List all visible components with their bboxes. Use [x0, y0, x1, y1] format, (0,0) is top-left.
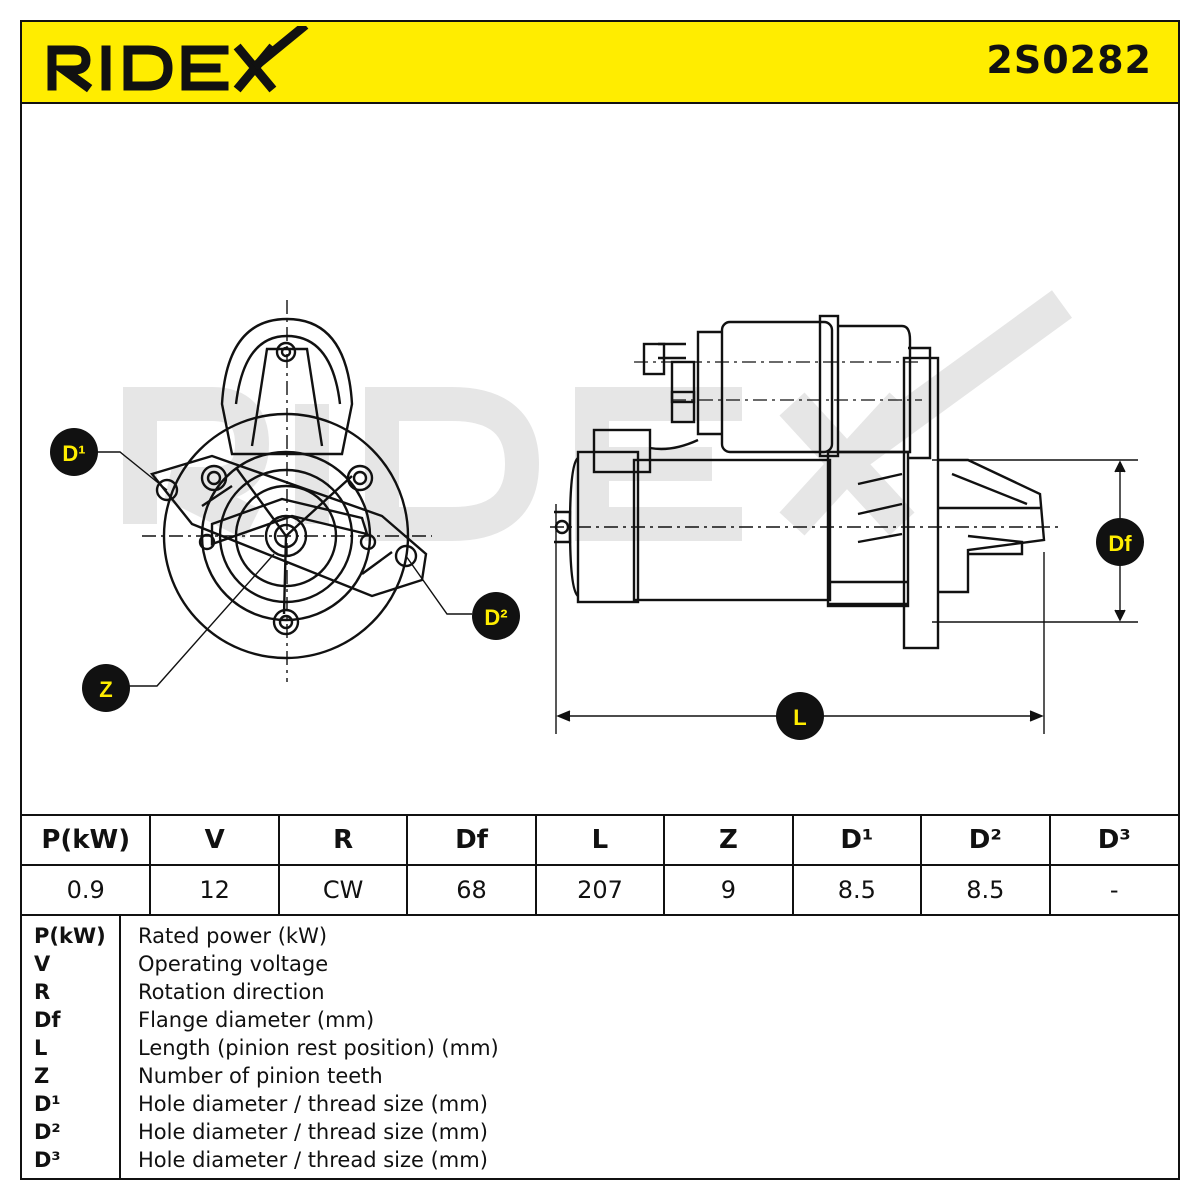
callout-z: Z	[82, 664, 130, 712]
spec-value-cell: 0.9	[22, 864, 152, 916]
ridex-logo	[47, 26, 309, 93]
spec-value-cell: 8.5	[791, 864, 923, 916]
spec-header-cell: Z	[663, 814, 794, 866]
svg-text:L: L	[793, 705, 806, 730]
spec-header-cell: D²	[920, 814, 1051, 866]
legend-row: R Rotation direction	[22, 978, 1178, 1006]
legend-key: R	[34, 980, 51, 1004]
svg-text:Df: Df	[1108, 531, 1132, 556]
legend-key: D¹	[34, 1092, 61, 1116]
legend: P(kW) Rated power (kW) V Operating volta…	[22, 914, 1178, 1180]
watermark-logo	[123, 290, 1072, 541]
spec-table: P(kW) V R Df L Z D¹ D² D³ 0.9 12 CW 68 2…	[22, 814, 1178, 916]
svg-text:D¹: D¹	[62, 441, 85, 466]
spec-header-cell: Df	[406, 814, 537, 866]
legend-key: P(kW)	[34, 924, 106, 948]
spec-header-row: P(kW) V R Df L Z D¹ D² D³	[22, 814, 1178, 866]
spec-value-cell: 68	[406, 864, 537, 916]
datasheet: 2S0282	[20, 20, 1180, 1180]
spec-header-cell: R	[277, 814, 409, 866]
spec-value-row: 0.9 12 CW 68 207 9 8.5 8.5 -	[22, 864, 1178, 916]
legend-row: L Length (pinion rest position) (mm)	[22, 1034, 1178, 1062]
spec-value-cell: 9	[663, 864, 794, 916]
svg-text:Z: Z	[99, 677, 112, 702]
leader-lines	[96, 451, 472, 687]
header-bar: 2S0282	[22, 22, 1178, 104]
callout-d1: D¹	[50, 428, 98, 476]
side-view	[550, 314, 1062, 650]
legend-desc: Rated power (kW)	[138, 924, 328, 948]
legend-divider	[119, 916, 121, 1180]
legend-row: D² Hole diameter / thread size (mm)	[22, 1118, 1178, 1146]
legend-desc: Hole diameter / thread size (mm)	[138, 1148, 488, 1172]
legend-desc: Hole diameter / thread size (mm)	[138, 1092, 488, 1116]
spec-header-cell: D¹	[791, 814, 923, 866]
spec-header-cell: V	[149, 814, 280, 866]
svg-text:D²: D²	[484, 605, 507, 630]
callout-d2: D²	[472, 592, 520, 640]
legend-desc: Hole diameter / thread size (mm)	[138, 1120, 488, 1144]
spec-value-cell: 12	[149, 864, 280, 916]
legend-key: Df	[34, 1008, 61, 1032]
spec-value-cell: 8.5	[920, 864, 1051, 916]
dimension-lines	[555, 459, 1138, 734]
legend-desc: Operating voltage	[138, 952, 329, 976]
legend-desc: Number of pinion teeth	[138, 1064, 383, 1088]
callout-l: L	[776, 692, 824, 740]
legend-row: V Operating voltage	[22, 950, 1178, 978]
spec-value-cell: -	[1048, 864, 1178, 916]
legend-desc: Flange diameter (mm)	[138, 1008, 375, 1032]
callout-df: Df	[1096, 518, 1144, 566]
legend-row: D¹ Hole diameter / thread size (mm)	[22, 1090, 1178, 1118]
spec-value-cell: 207	[534, 864, 666, 916]
legend-row: Z Number of pinion teeth	[22, 1062, 1178, 1090]
legend-key: V	[34, 952, 51, 976]
technical-drawing: D¹ D² Z Df L	[50, 290, 1144, 740]
front-view	[142, 300, 432, 682]
legend-key: Z	[34, 1064, 50, 1088]
spec-header-cell: P(kW)	[22, 814, 152, 866]
spec-value-cell: CW	[277, 864, 409, 916]
legend-row: Df Flange diameter (mm)	[22, 1006, 1178, 1034]
legend-row: D³ Hole diameter / thread size (mm)	[22, 1146, 1178, 1174]
spec-header-cell: L	[534, 814, 666, 866]
legend-row: P(kW) Rated power (kW)	[22, 922, 1178, 950]
legend-desc: Rotation direction	[138, 980, 325, 1004]
legend-key: L	[34, 1036, 48, 1060]
part-number: 2S0282	[986, 38, 1152, 82]
legend-key: D²	[34, 1120, 61, 1144]
spec-header-cell: D³	[1048, 814, 1178, 866]
legend-key: D³	[34, 1148, 61, 1172]
legend-desc: Length (pinion rest position) (mm)	[138, 1036, 499, 1060]
